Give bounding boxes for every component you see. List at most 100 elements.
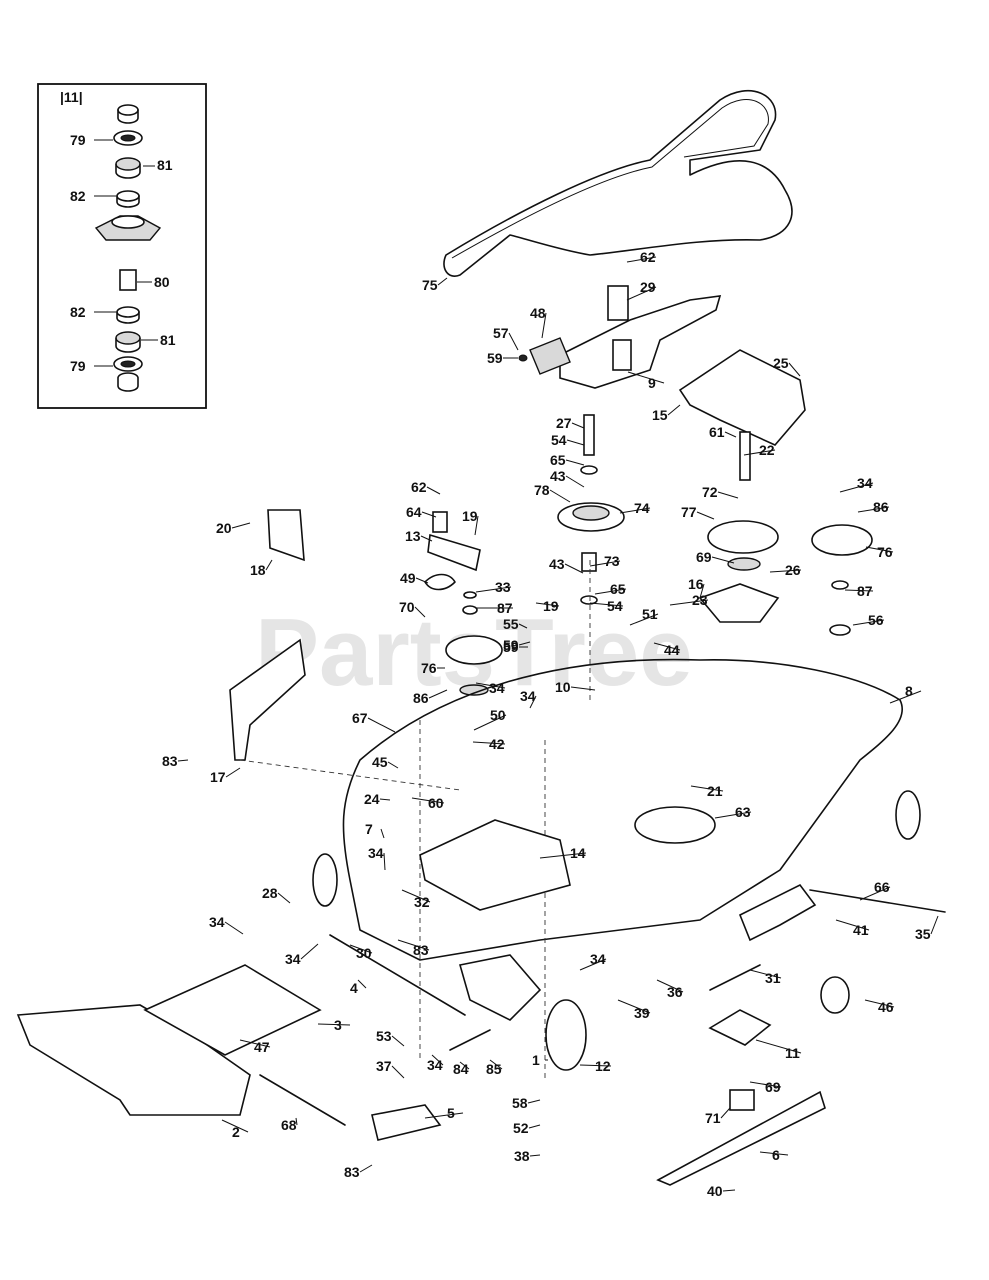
callout-leader [759,1151,789,1156]
callout-leader [317,1023,351,1026]
callout-leader [265,559,273,571]
callout-leader [859,886,891,901]
part-callout-72: 72 [702,484,718,500]
part-callout-59: 59 [503,639,519,655]
callout-leader [667,404,681,416]
callout-leader [380,828,385,839]
callout-leader [539,852,587,859]
part-callout-26: 26 [785,562,801,578]
part-callout-5: 5 [447,1105,455,1121]
part-callout-48: 48 [530,305,546,321]
part-callout-52: 52 [513,1120,529,1136]
part-callout-35: 35 [915,926,931,942]
idler-assembly [518,285,722,389]
belt-cover-center [419,819,571,911]
part-callout-30: 30 [356,945,372,961]
callout-leader [295,1117,298,1126]
part-callout-59: 59 [503,637,519,653]
callout-leader [431,1054,444,1066]
part-callout-45: 45 [372,754,388,770]
mower-deck [342,658,903,961]
callout-leader [473,714,507,731]
part-callout-27: 27 [556,415,572,431]
callout-leader [889,690,922,704]
part-callout-73: 73 [604,553,620,569]
part-callout-11: 11 [785,1045,800,1061]
part-callout-34: 34 [520,688,536,704]
callout-leader [549,489,571,503]
callout-leader [839,482,874,493]
part-callout-55: 55 [503,616,519,632]
part-callout-54: 54 [551,432,567,448]
callout-leader [565,475,585,488]
part-callout-83: 83 [413,942,429,958]
callout-leader [424,1112,464,1119]
part-callout-16: 16 [688,576,704,592]
inset-callout: 82 [70,304,86,320]
inset-callout: 82 [70,188,86,204]
callout-leader [749,1081,782,1088]
part-callout-68: 68 [281,1117,297,1133]
callout-leader [420,535,433,542]
part-callout-62: 62 [411,479,427,495]
part-callout-19: 19 [543,598,559,614]
part-callout-59: 59 [487,350,503,366]
part-callout-4: 4 [350,980,358,996]
part-callout-42: 42 [489,736,505,752]
callout-leader [835,919,870,931]
part-callout-24: 24 [364,791,380,807]
callout-leader [528,1124,541,1129]
part-callout-67: 67 [352,710,368,726]
part-callout-34: 34 [590,951,606,967]
part-callout-44: 44 [664,642,680,658]
part-callout-62: 62 [640,249,656,265]
front-hanger-bracket [738,883,817,942]
part-callout-63: 63 [735,804,751,820]
right-pulley-stack [698,431,873,636]
part-callout-77: 77 [681,504,697,520]
part-callout-76: 76 [421,660,437,676]
inset-callout: 79 [70,132,86,148]
part-callout-15: 15 [652,407,668,423]
part-callout-31: 31 [765,970,781,986]
callout-leader [541,312,547,339]
part-callout-69: 69 [696,549,712,565]
callout-leader [788,362,801,377]
callout-leader [579,958,607,971]
center-pulley-stack [557,414,625,605]
callout-leader [864,999,895,1008]
part-callout-6: 6 [772,1147,780,1163]
part-callout-66: 66 [874,879,890,895]
part-callout-71: 71 [705,1110,721,1126]
part-callouts: 7562294857599251527546543787461223486766… [162,249,939,1199]
callout-leader [565,459,585,466]
callout-leader [535,602,560,607]
callout-leader [566,439,585,446]
part-callout-83: 83 [162,753,178,769]
callout-leader [529,1154,541,1157]
inset-callout: 81 [157,157,173,173]
part-callout-78: 78 [534,482,550,498]
part-callout-32: 32 [414,894,430,910]
callout-leader [844,589,874,592]
callout-leader [699,583,705,599]
callout-leader [225,767,241,778]
part-callout-57: 57 [493,325,509,341]
callout-leader [231,522,251,529]
callout-leader [755,1039,802,1054]
inset-callout: 81 [160,332,176,348]
drive-belt [443,89,793,277]
callout-leader [415,577,429,584]
belt-cover-right [678,349,806,446]
callout-leader [724,431,737,438]
part-callout-19: 19 [462,508,478,524]
callout-leader [594,588,627,595]
callout-leader [570,686,596,691]
callout-leader [414,606,426,618]
callout-leader [397,939,430,951]
callout-leader [865,546,894,553]
chute-mount-plate [143,964,322,1056]
callout-leader [437,277,448,286]
part-callout-34: 34 [368,845,384,861]
inset-label: |11| [60,89,83,105]
